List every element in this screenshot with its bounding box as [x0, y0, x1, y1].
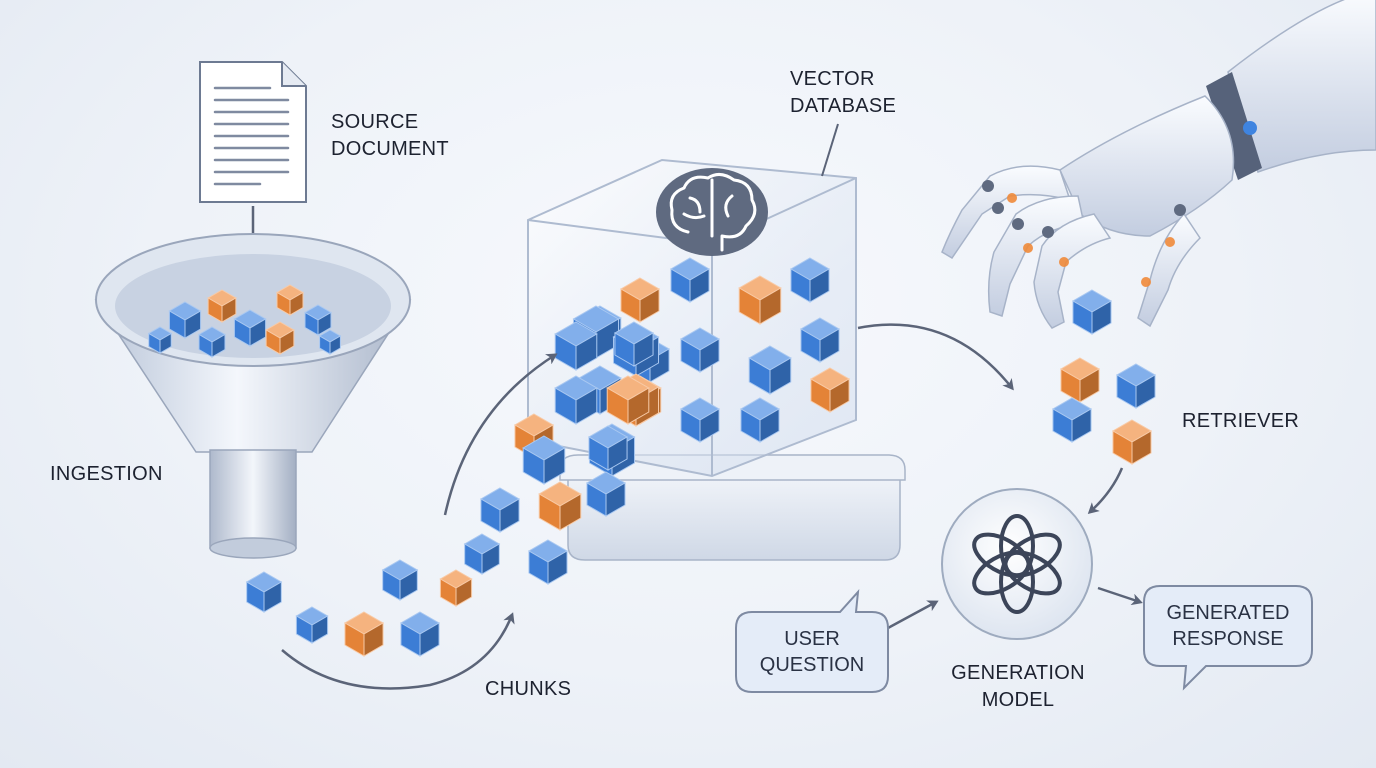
chunk-cube — [233, 309, 267, 347]
chunk-cube — [527, 539, 569, 585]
chunk-cube — [679, 327, 721, 373]
chunk-cube — [381, 559, 419, 601]
chunk-cube — [198, 326, 226, 358]
chunks-into-database-arrow — [443, 353, 558, 516]
chunk-cube — [463, 533, 501, 575]
chunk-cube — [587, 425, 629, 471]
chunk-cube — [276, 284, 304, 316]
chunk-cube — [554, 375, 598, 425]
generated-response-bubble — [1143, 585, 1313, 691]
chunk-cube — [399, 611, 441, 657]
ingestion-label: INGESTION — [50, 463, 163, 485]
chunk-cube — [679, 397, 721, 443]
chunk-cube — [1111, 419, 1153, 465]
chunk-cube — [606, 375, 650, 425]
chunk-cube — [1051, 397, 1093, 443]
chunk-cube — [343, 611, 385, 657]
chunk-cube — [809, 367, 851, 413]
chunk-cube — [554, 321, 598, 371]
chunk-cube — [669, 257, 711, 303]
retriever-label: RETRIEVER — [1182, 410, 1300, 432]
chunk-cube — [295, 606, 329, 644]
document-icon — [199, 61, 307, 203]
chunk-cube — [799, 317, 841, 363]
chunk-cube — [738, 275, 782, 325]
chunk-cube — [619, 277, 661, 323]
chunk-cube — [147, 326, 173, 354]
retriever-to-model-arrow — [1087, 467, 1124, 515]
chunk-cube — [168, 301, 202, 339]
chunk-cube — [789, 257, 831, 303]
chunk-cube — [245, 571, 283, 613]
chunk-cube — [613, 321, 655, 367]
chunk-cube — [1059, 357, 1101, 403]
funnel-chunk-cubes — [147, 284, 342, 358]
chunks-trail-cubes — [245, 321, 655, 657]
chunk-cube — [318, 329, 342, 355]
chunk-cube — [585, 471, 627, 517]
chunk-cube — [479, 487, 521, 533]
chunk-cube — [538, 481, 582, 531]
chunk-cube — [304, 304, 332, 336]
chunk-cube — [739, 397, 781, 443]
retrieved-chunk-cubes — [1051, 289, 1157, 465]
chunk-cube — [265, 321, 295, 355]
chunk-cube — [439, 569, 473, 607]
robotic-hand-icon — [941, 0, 1376, 329]
chunk-cube — [1115, 363, 1157, 409]
funnel-icon — [94, 233, 412, 559]
chunks-label: CHUNKS — [485, 678, 572, 700]
chunk-cube — [1071, 289, 1113, 335]
question-to-model-arrow — [887, 600, 939, 630]
knot-logo-icon — [941, 488, 1093, 640]
database-label-leader — [821, 123, 839, 177]
chunks-flow-arrow — [281, 612, 515, 690]
model-to-response-arrow — [1097, 586, 1143, 606]
chunk-cube — [522, 435, 566, 485]
database-to-retriever-arrow — [857, 323, 1014, 391]
user-question-bubble — [735, 589, 889, 693]
chunk-cube — [748, 345, 792, 395]
chunk-cube — [207, 289, 237, 323]
brain-icon — [656, 168, 768, 256]
